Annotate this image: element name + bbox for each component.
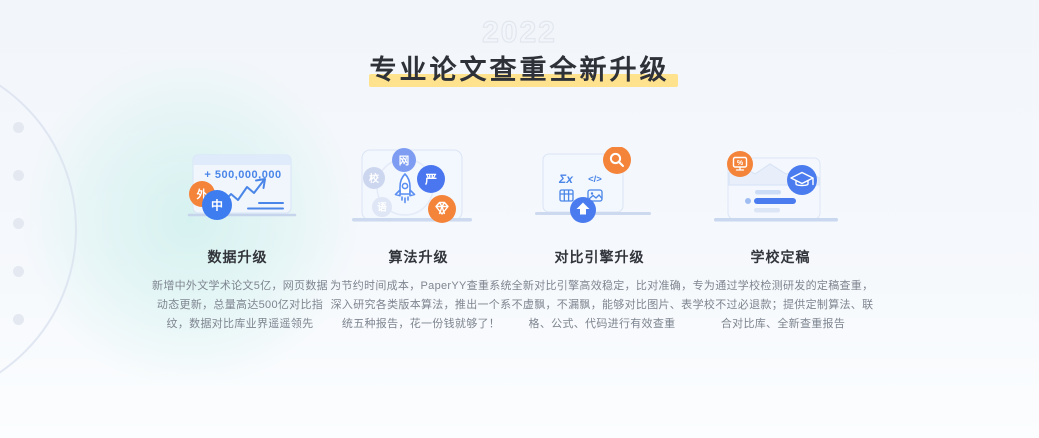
feature-cards-row: + 500,000,000 外 中 数据升级 新增中外文学术论文5亿，网页数据动… <box>147 146 873 334</box>
data-upgrade-illustration: + 500,000,000 外 中 <box>187 154 296 220</box>
text-line-light <box>753 208 780 213</box>
formula-icon: Σx <box>558 172 574 186</box>
title-text-label: 专业论文查重全新升级 <box>369 55 670 85</box>
bullet-dot <box>744 198 751 204</box>
laptop-base <box>351 218 472 222</box>
panel-base <box>713 218 838 222</box>
chinese-badge-label: 中 <box>210 198 222 213</box>
decor-arc-circle <box>0 55 77 403</box>
gem-icon <box>434 201 449 215</box>
strict-badge <box>416 165 445 193</box>
card-title: 数据升级 <box>207 249 268 265</box>
watermark-2022: 2022 <box>482 15 557 49</box>
magnifier-icon <box>609 152 624 167</box>
card-title: 学校定稿 <box>750 249 811 265</box>
school-badge-label: 校 <box>369 172 380 185</box>
decor-dot <box>13 122 24 133</box>
growth-chart-line <box>219 179 265 206</box>
algorithm-upgrade-illustration: 网 校 严 语 <box>351 148 472 223</box>
gem-badge <box>427 195 456 223</box>
growth-arrow-icon <box>254 178 266 189</box>
card-description: 新增中外文学术论文5亿，网页数据动态更新，总量高达500亿对比指纹，数据对比库业… <box>152 280 328 330</box>
card-description: 全新对比引擎高效稳定，比对准确，不虚飘，不漏飘，能够对比图片、表格、公式、代码进… <box>511 280 693 330</box>
feature-card-school: % 学校定稿 专为通过学校检测研发的定稿查重，学校不过必退款；提供定制算法、联合… <box>690 147 873 334</box>
text-line-strong <box>753 198 796 204</box>
feature-card-data: + 500,000,000 外 中 数据升级 新增中外文学术论文5亿，网页数据动… <box>147 147 328 334</box>
decor-dot <box>13 314 24 325</box>
text-line-light <box>754 190 781 195</box>
page-title: 专业论文查重全新升级 <box>368 48 678 87</box>
data-counter-label: + 500,000,000 <box>204 169 281 181</box>
language-badge-label: 语 <box>377 202 387 214</box>
image-icon <box>586 189 603 202</box>
chinese-badge <box>201 190 232 220</box>
section-heading: 专业论文查重全新升级 <box>0 48 1039 87</box>
magnifier-badge <box>602 146 631 174</box>
card-title: 对比引擎升级 <box>554 249 645 265</box>
engine-upgrade-illustration: Σx </> <box>534 146 651 223</box>
table-icon <box>558 189 574 202</box>
monitor-topbar <box>192 155 291 165</box>
graduation-cap-icon <box>789 171 814 187</box>
school-badge <box>362 167 385 189</box>
school-final-illustration: % <box>713 151 838 222</box>
language-badge <box>371 197 392 217</box>
feature-card-engine: Σx </> 对比引擎升级 全 <box>509 146 692 334</box>
feature-card-algorithm: 网 校 严 语 算法升级 为节约时间成本，PaperYY查重系统深入研究各类版本… <box>328 147 512 334</box>
percent-monitor-icon: % <box>732 156 747 171</box>
graduation-badge <box>786 165 817 195</box>
card-description: 为节约时间成本，PaperYY查重系统深入研究各类版本算法，推出一个系统五种报告… <box>330 280 512 330</box>
decor-dot <box>13 218 24 229</box>
card-description: 专为通过学校检测研发的定稿查重，学校不过必退款；提供定制算法、联合对比库、全新查… <box>692 280 874 330</box>
upload-arrow-icon <box>576 202 589 215</box>
rocket-icon <box>394 173 415 204</box>
svg-text:%: % <box>736 160 743 167</box>
web-badge <box>391 148 416 172</box>
strict-badge-label: 严 <box>423 172 436 186</box>
decor-dot <box>13 266 24 277</box>
code-icon: </> <box>588 174 602 185</box>
web-badge-label: 网 <box>398 155 409 167</box>
card-title: 算法升级 <box>388 249 449 265</box>
decor-dot <box>13 170 24 181</box>
